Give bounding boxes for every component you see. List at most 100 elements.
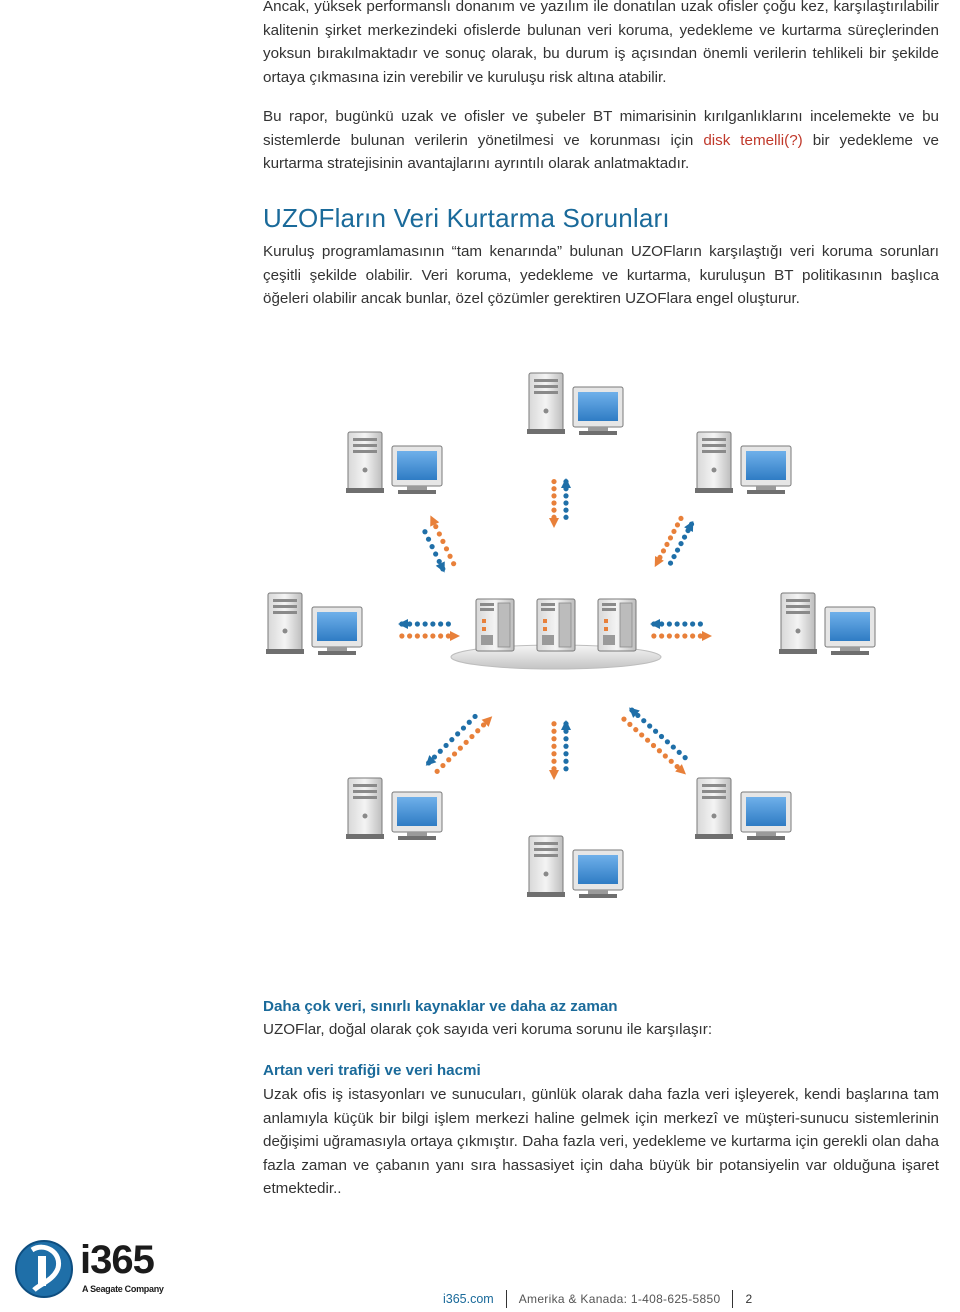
logo-icon bbox=[15, 1240, 73, 1298]
arrow-dot bbox=[563, 766, 569, 772]
logo-tagline: A Seagate Company bbox=[82, 1284, 164, 1294]
arrow-dot bbox=[651, 633, 657, 639]
arrow-dot bbox=[440, 538, 446, 545]
arrow-head bbox=[561, 720, 571, 730]
arrow-dot bbox=[437, 748, 443, 754]
footer-divider bbox=[732, 1290, 734, 1308]
arrow-dot bbox=[667, 560, 674, 566]
arrow-dot bbox=[551, 486, 557, 492]
arrow-dot bbox=[664, 541, 670, 548]
arrow-dot bbox=[455, 731, 461, 737]
arrow-dot bbox=[422, 621, 428, 627]
arrow-dot bbox=[563, 751, 569, 757]
arrow-dot bbox=[627, 721, 633, 727]
arrow-head bbox=[435, 561, 445, 573]
logo-wordmark: i365 bbox=[80, 1238, 155, 1282]
server-cluster bbox=[450, 598, 662, 670]
computer-icon bbox=[345, 431, 443, 495]
arrow-dot bbox=[436, 531, 442, 537]
footer-website-name: i365. bbox=[443, 1292, 471, 1306]
arrow-dot bbox=[674, 633, 680, 639]
network-diagram bbox=[265, 372, 876, 899]
arrow-dot bbox=[647, 723, 653, 729]
computer-icon bbox=[694, 777, 792, 841]
arrow-dot bbox=[659, 633, 665, 639]
arrow-dot bbox=[451, 751, 458, 757]
arrow-head bbox=[675, 764, 687, 775]
arrow-dot bbox=[469, 733, 475, 740]
arrow-dot bbox=[644, 737, 651, 743]
arrow-dot bbox=[447, 553, 453, 559]
arrow-dot bbox=[563, 507, 569, 513]
arrow-dot bbox=[635, 712, 641, 719]
page-number: 2 bbox=[745, 1292, 753, 1306]
arrow-head bbox=[684, 520, 694, 533]
arrow-head bbox=[650, 619, 660, 629]
arrow-dot bbox=[463, 739, 469, 745]
arrow-dot bbox=[676, 749, 682, 755]
footer-website[interactable]: i365.com bbox=[443, 1292, 494, 1306]
arrow-dot bbox=[697, 621, 703, 627]
footer-phone: Amerika & Kanada: 1-408-625-5850 bbox=[518, 1292, 721, 1306]
arrow-dot bbox=[433, 523, 439, 530]
arrow-head bbox=[561, 478, 571, 488]
arrow-dot bbox=[563, 500, 569, 506]
arrow-dot bbox=[445, 621, 451, 627]
arrow-dot bbox=[639, 732, 645, 738]
arrow-dot bbox=[621, 716, 627, 722]
arrow-dot bbox=[551, 751, 557, 757]
arrow-dot bbox=[414, 621, 420, 627]
arrow-dot bbox=[674, 547, 681, 553]
arrow-dot bbox=[414, 633, 420, 639]
arrow-dot bbox=[656, 748, 663, 754]
server-icon bbox=[536, 598, 576, 652]
arrow-dot bbox=[563, 514, 569, 520]
arrow-dot bbox=[429, 543, 435, 550]
arrow-dot bbox=[457, 745, 463, 751]
arrow-dot bbox=[664, 739, 671, 745]
arrow-dot bbox=[443, 742, 449, 749]
arrow-dot bbox=[443, 546, 450, 552]
arrow-dot bbox=[666, 621, 672, 627]
arrow-dot bbox=[667, 535, 674, 541]
arrow-dot bbox=[422, 633, 428, 639]
arrow-dot bbox=[682, 621, 688, 627]
intro-paragraph-2: Bu rapor, bugünkü uzak ve ofisler ve şub… bbox=[263, 105, 939, 176]
arrow-dot bbox=[438, 621, 444, 627]
arrow-dot bbox=[563, 758, 569, 764]
arrow-dot bbox=[671, 553, 677, 560]
arrow-dot bbox=[682, 755, 688, 761]
arrow-dot bbox=[430, 633, 436, 639]
arrow-head bbox=[702, 631, 712, 641]
arrow-head bbox=[549, 770, 559, 780]
arrow-dot bbox=[658, 733, 665, 740]
arrow-dot bbox=[431, 754, 438, 760]
arrow-dot bbox=[678, 515, 684, 522]
arrow-dot bbox=[660, 548, 667, 554]
arrow-dot bbox=[430, 621, 436, 627]
arrow-dot bbox=[674, 621, 680, 627]
computer-icon bbox=[526, 372, 624, 436]
arrow-dot bbox=[449, 737, 455, 743]
arrow-dot bbox=[563, 493, 569, 499]
arrow-dot bbox=[422, 529, 428, 535]
arrow-dot bbox=[551, 728, 557, 734]
disk-based-highlight: disk temelli(?) bbox=[703, 131, 803, 149]
arrow-dot bbox=[451, 561, 457, 567]
arrow-dot bbox=[472, 713, 478, 720]
arrow-dot bbox=[697, 633, 703, 639]
arrow-dot bbox=[551, 507, 557, 513]
arrow-dot bbox=[407, 633, 413, 639]
intro-paragraph-1: Ancak, yüksek performanslı donanım ve ya… bbox=[263, 0, 939, 86]
arrow-dot bbox=[678, 540, 684, 547]
heading-traffic-volume: Artan veri trafiği ve veri hacmi bbox=[263, 1062, 481, 1079]
arrow-head bbox=[628, 707, 640, 718]
arrow-dot bbox=[671, 528, 677, 535]
arrow-dot bbox=[438, 633, 444, 639]
arrow-head bbox=[398, 619, 408, 629]
arrow-dot bbox=[475, 728, 481, 734]
arrow-dot bbox=[551, 758, 557, 764]
arrow-dot bbox=[674, 763, 680, 770]
arrow-dot bbox=[681, 534, 688, 540]
arrow-dot bbox=[551, 743, 557, 749]
